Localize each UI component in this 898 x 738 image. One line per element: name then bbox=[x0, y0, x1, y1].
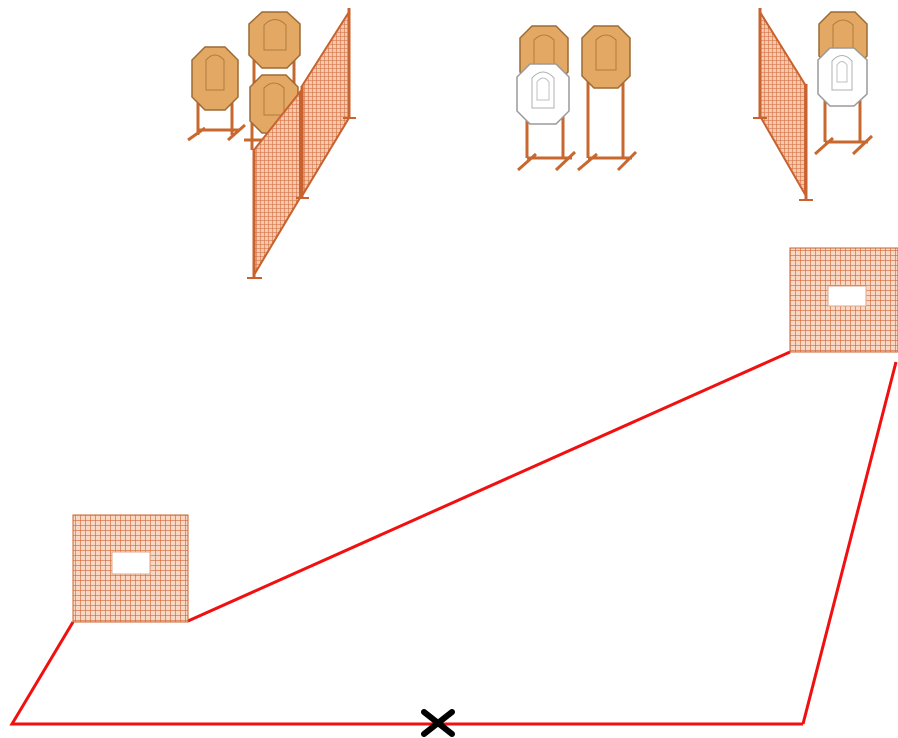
no-shoot-target-icon bbox=[817, 47, 868, 107]
window-port-icon bbox=[111, 551, 151, 575]
mesh-barrier-icon bbox=[296, 8, 356, 200]
x-mark-icon[interactable] bbox=[421, 709, 455, 737]
fault-line bbox=[187, 350, 791, 623]
target-group-left bbox=[187, 8, 356, 279]
fault-line-bottom bbox=[9, 621, 803, 726]
octagon-target-icon bbox=[248, 11, 301, 69]
target-stand bbox=[577, 70, 638, 172]
target-group-center bbox=[516, 25, 638, 172]
octagon-target-icon bbox=[581, 25, 631, 89]
target-stand bbox=[814, 100, 874, 156]
no-shoot-target-icon bbox=[516, 63, 570, 125]
ported-wall-left bbox=[72, 514, 189, 623]
target-stand bbox=[187, 100, 246, 142]
fault-line-right bbox=[801, 361, 898, 725]
ported-wall-right bbox=[789, 247, 898, 353]
target-group-right bbox=[753, 8, 874, 201]
window-port-icon bbox=[827, 285, 867, 307]
octagon-target-icon bbox=[191, 46, 239, 111]
mesh-barrier-icon bbox=[753, 8, 813, 201]
